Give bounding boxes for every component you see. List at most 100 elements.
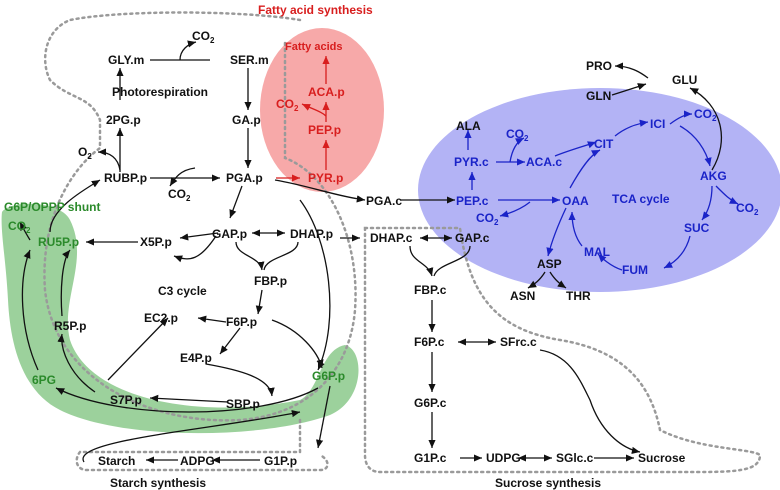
- arrow-co2-fa: [301, 103, 327, 117]
- node-fatty-acids: Fatty acids: [285, 41, 342, 53]
- node-ru5p-p: RU5P.p: [38, 235, 79, 249]
- node-r5p-p: R5P.p: [54, 319, 86, 333]
- arrow-starch-g6p-loop: [82, 410, 301, 463]
- node-suc: SUC: [684, 221, 710, 235]
- node-gln: GLN: [586, 89, 611, 103]
- node-gap-p: GAP.p: [212, 227, 247, 241]
- arrow-akg-suc: [701, 185, 713, 221]
- node-adpg: ADPG: [180, 454, 215, 468]
- tca-region: [418, 88, 780, 292]
- arrow-ici-akg: [679, 125, 712, 167]
- arrow-gln-glu: [611, 83, 647, 96]
- arrow-suc-fum: [663, 235, 691, 269]
- node-ala: ALA: [456, 119, 481, 133]
- arrow-co2-photo: [179, 40, 197, 61]
- node-co2-pdh: CO2: [506, 127, 529, 143]
- node-pyr-p: PYR.p: [308, 171, 343, 185]
- arrow-co2-rubisco: [169, 167, 196, 187]
- node-sglc-c: SGlc.c: [556, 451, 594, 465]
- arrow-e4p-sbp: [205, 363, 275, 397]
- node-thr: THR: [566, 289, 591, 303]
- arrow-cit-ici: [614, 119, 649, 137]
- node-asn: ASN: [510, 289, 535, 303]
- arrow-gapc-fbpc: [433, 245, 471, 277]
- arrow-dhapc-fbpc: [409, 245, 434, 277]
- node-pep-p: PEP.p: [308, 123, 341, 137]
- node-fbp-p: FBP.p: [254, 274, 287, 288]
- fatty-acid-arrows: [276, 56, 330, 182]
- node-o2: O2: [78, 145, 92, 161]
- arrow-sbp-s7p: [149, 394, 229, 403]
- node-rubp-p: RUBP.p: [104, 171, 147, 185]
- c3-title: C3 cycle: [158, 284, 207, 298]
- node-ec2-p: EC2.p: [144, 311, 178, 325]
- arrow-asp-asn: [527, 271, 546, 289]
- node-e4p-p: E4P.p: [180, 351, 212, 365]
- node-akg: AKG: [700, 169, 727, 183]
- arrow-ici-co2: [669, 110, 693, 125]
- node-ga-p: GA.p: [232, 113, 261, 127]
- arrow-fum-mal: [597, 253, 623, 271]
- node-asp: ASP: [537, 257, 562, 271]
- arrow-pdh-co2: [509, 137, 525, 163]
- arrow-pga-gap: [229, 185, 243, 219]
- node-ici: ICI: [650, 117, 665, 131]
- node-co2-pepc: CO2: [476, 211, 499, 227]
- node-dhap-c: DHAP.c: [370, 231, 413, 245]
- sucrose-border: [363, 226, 762, 474]
- node-cit: CIT: [594, 137, 614, 151]
- arrow-acac-cit: [554, 141, 597, 157]
- node-ser-m: SER.m: [230, 53, 269, 67]
- node-2pg-p: 2PG.p: [106, 113, 141, 127]
- node-sbp-p: SBP.p: [226, 397, 260, 411]
- node-6pg: 6PG: [32, 373, 56, 387]
- node-dhap-p: DHAP.p: [290, 227, 333, 241]
- arrow-dhap-fbp: [263, 241, 299, 271]
- arrow-f6p-e4p: [219, 327, 241, 355]
- node-co2-fa: CO2: [276, 97, 299, 113]
- arrow-oaa-asp: [546, 207, 567, 257]
- arrow-g6p-6pg: [55, 387, 319, 413]
- arrow-gap-ec2-curve: [173, 235, 217, 263]
- arrow-f6p-g6p: [271, 319, 324, 369]
- arrow-asp-thr: [549, 271, 567, 289]
- node-co2-akg: CO2: [736, 201, 759, 217]
- node-fum: FUM: [622, 263, 648, 277]
- node-g6p-c: G6P.c: [414, 396, 447, 410]
- arrow-gap-x5p: [179, 232, 219, 241]
- arrow-co2-pepc: [499, 201, 531, 218]
- node-g1p-p: G1P.p: [264, 454, 297, 468]
- node-co2-shunt: CO2: [8, 219, 31, 235]
- node-g6p-p: G6P.p: [312, 369, 345, 383]
- fatty-acid-labels: Fatty acids ACA.p CO2 PEP.p PYR.p: [276, 41, 345, 185]
- arrow-mal-oaa: [568, 211, 583, 247]
- arrow-s7p-ec2: [107, 317, 169, 381]
- arrow-pro-glu: [614, 62, 649, 79]
- node-oaa: OAA: [562, 194, 589, 208]
- fatty-acid-region: [260, 28, 384, 192]
- arrow-g6p-g1p: [315, 385, 331, 449]
- arrow-c3-loop: [299, 199, 331, 371]
- arrow-sfrc-sucrose: [539, 349, 641, 454]
- arrow-o2-rubp: [97, 148, 121, 171]
- arrow-ru5p-rubp: [49, 179, 101, 233]
- metabolite-labels: GLY.m SER.m CO2 2PG.p O2 RUBP.p GA.p CO2…: [54, 29, 697, 468]
- node-pga-p: PGA.p: [226, 171, 263, 185]
- node-f6p-p: F6P.p: [226, 315, 257, 329]
- node-pro: PRO: [586, 59, 612, 73]
- starch-border: [75, 418, 329, 472]
- node-gly-m: GLY.m: [108, 53, 144, 67]
- plastid-border: [43, 11, 357, 422]
- shunt-labels: CO2 RU5P.p 6PG G6P.p: [8, 219, 345, 387]
- tca-title: TCA cycle: [612, 192, 670, 206]
- arrow-f6p-ec2: [197, 315, 227, 323]
- node-pyr-c: PYR.c: [454, 155, 489, 169]
- node-co2-photo: CO2: [192, 29, 215, 45]
- photorespiration-title: Photorespiration: [112, 85, 208, 99]
- node-x5p-p: X5P.p: [140, 235, 172, 249]
- tca-arrows: [464, 110, 739, 271]
- arrow-akg-glu: [689, 87, 723, 171]
- node-glu: GLU: [672, 73, 697, 87]
- arrow-6pg-ru5p: [21, 249, 39, 371]
